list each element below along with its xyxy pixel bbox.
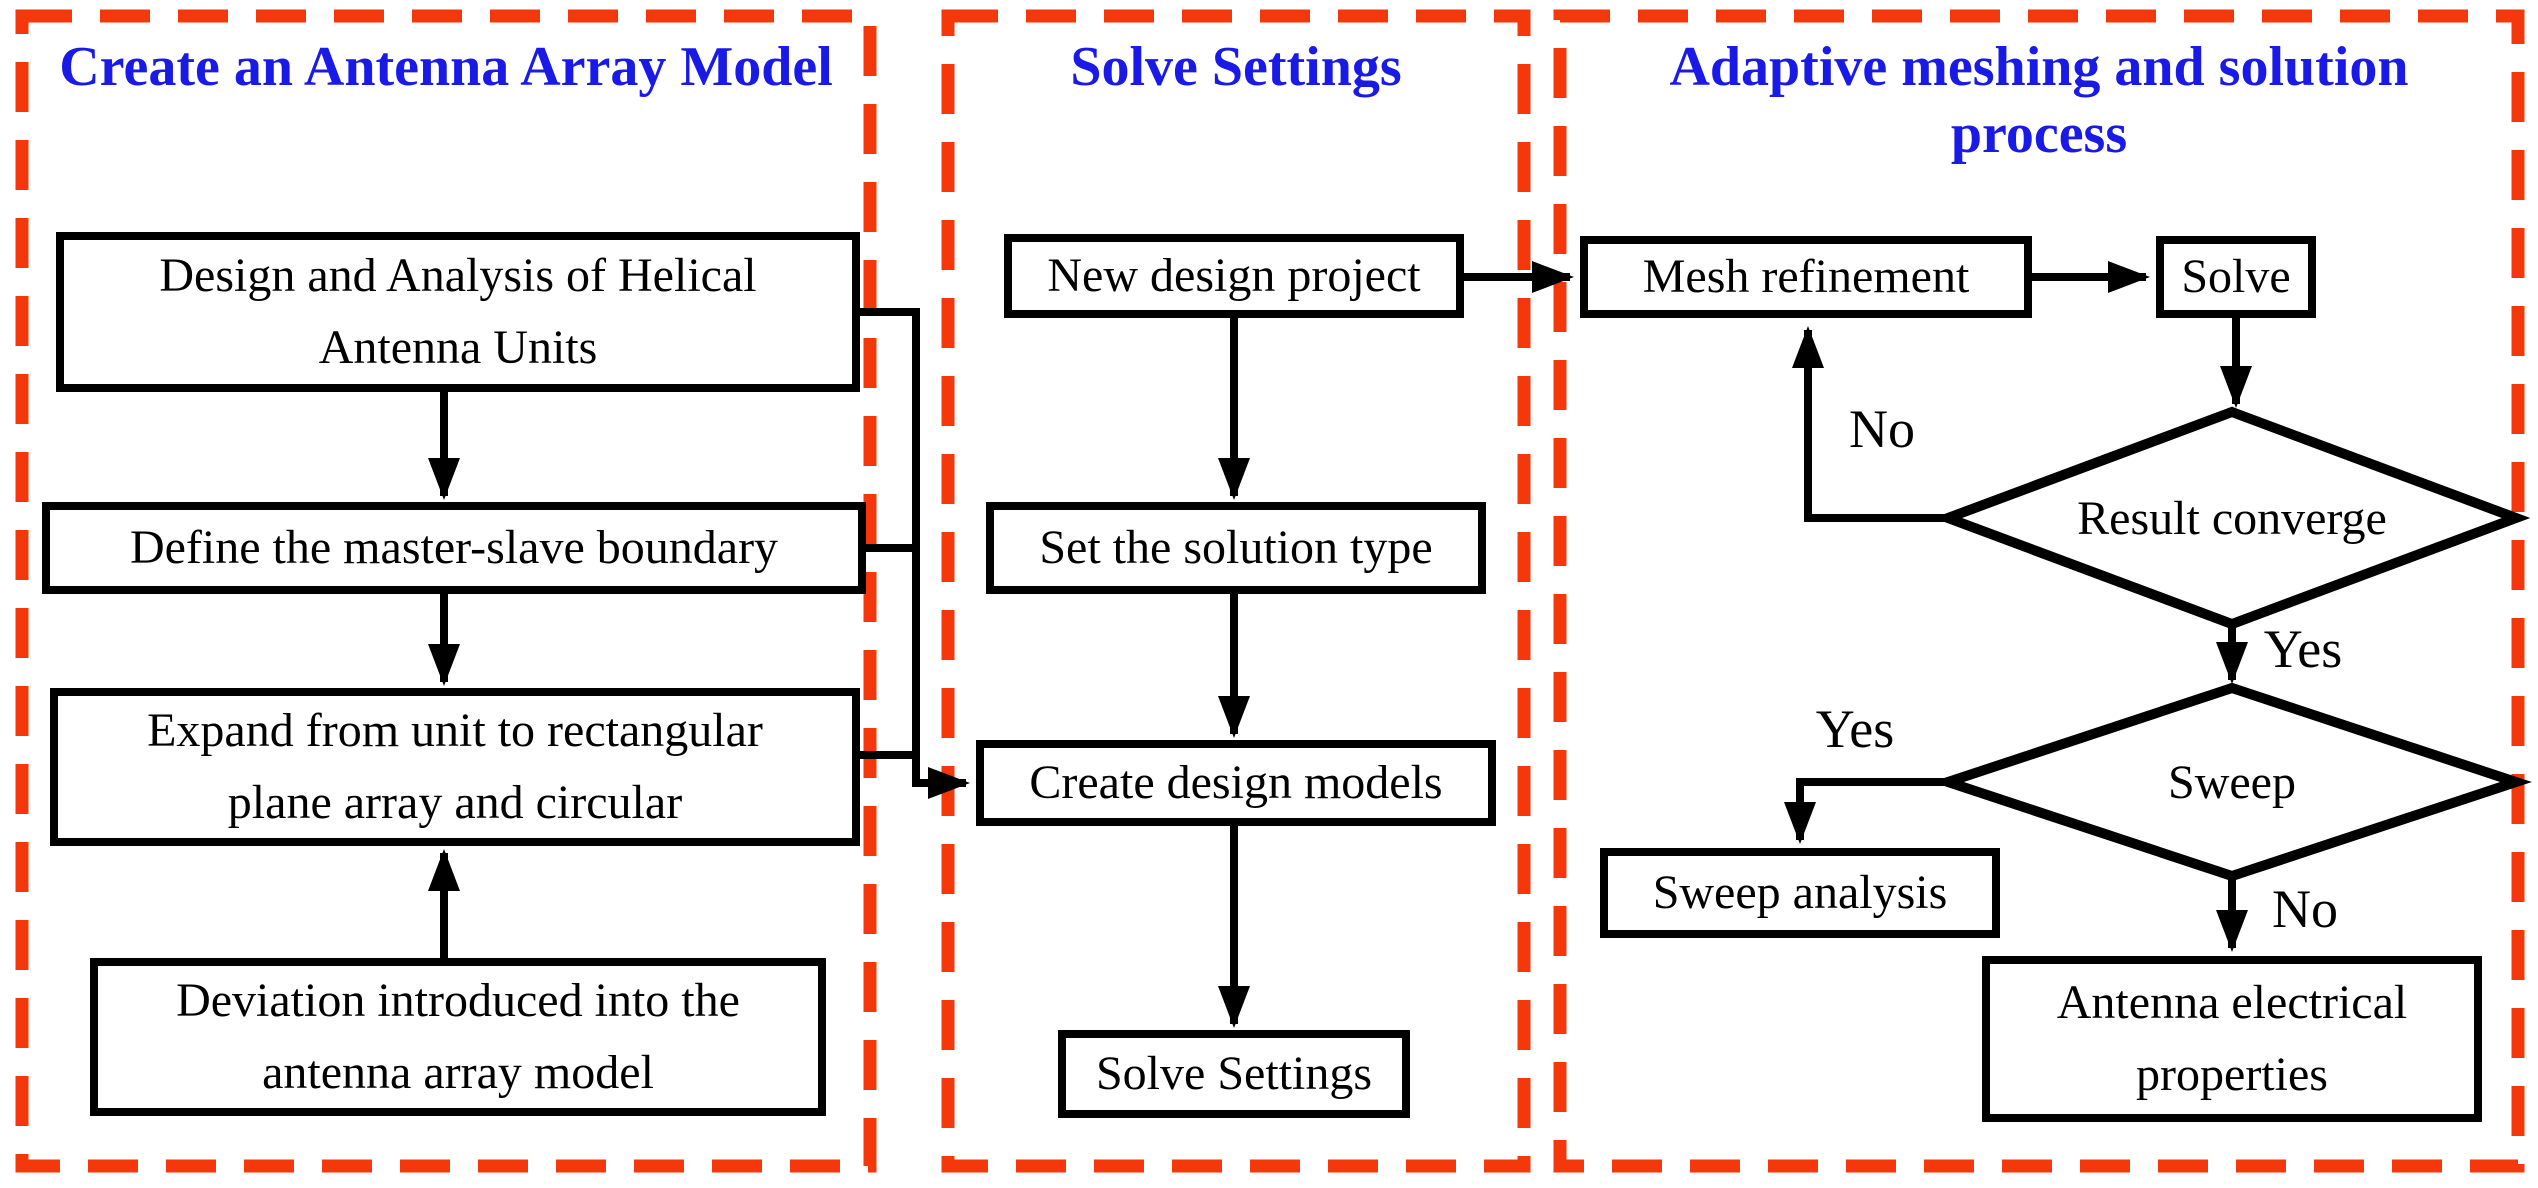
panel-title-adaptive-line2: process bbox=[1950, 103, 2128, 166]
node-solve: Solve bbox=[2156, 236, 2316, 318]
panel-border-adaptive-meshing bbox=[1553, 9, 2525, 1173]
edge-sweep-yes-to-analysis bbox=[1784, 778, 1948, 844]
diamond-label-sweep: Sweep bbox=[2168, 755, 2296, 809]
node-solve-line1: Solve bbox=[2181, 250, 2291, 303]
node-design-helical-line1: Design and Analysis of Helical bbox=[159, 249, 757, 302]
node-new-design-project: New design project bbox=[1004, 234, 1464, 318]
node-expand-array: Expand from unit to rectangular plane ar… bbox=[50, 688, 860, 846]
node-master-slave: Define the master-slave boundary bbox=[42, 502, 866, 594]
node-antenna-electrical: Antenna electrical properties bbox=[1982, 956, 2482, 1122]
panel-title-create-array: Create an Antenna Array Model bbox=[59, 36, 833, 98]
node-mesh-refinement-line1: Mesh refinement bbox=[1642, 250, 1970, 303]
panel-title-adaptive-meshing: Adaptive meshing and solution process bbox=[1560, 34, 2518, 168]
node-expand-array-line2: plane array and circular bbox=[227, 776, 683, 829]
diamond-result-converge bbox=[1933, 406, 2531, 630]
edge-converge-no-loop bbox=[1792, 326, 1948, 522]
node-mesh-refinement: Mesh refinement bbox=[1580, 236, 2032, 318]
edge-label-no-loop: No bbox=[1849, 399, 1915, 459]
node-deviation: Deviation introduced into the antenna ar… bbox=[90, 958, 826, 1116]
edge-label-no-sweep: No bbox=[2272, 879, 2338, 939]
node-expand-array-line1: Expand from unit to rectangular bbox=[147, 704, 763, 757]
node-sweep-analysis: Sweep analysis bbox=[1600, 848, 2000, 938]
node-design-helical: Design and Analysis of Helical Antenna U… bbox=[56, 232, 860, 392]
node-solve-settings: Solve Settings bbox=[1058, 1030, 1410, 1118]
edge-label-yes-converge: Yes bbox=[2263, 619, 2343, 679]
node-master-slave-line1: Define the master-slave boundary bbox=[129, 521, 779, 574]
edge-label-yes-sweep: Yes bbox=[1815, 699, 1895, 759]
node-design-helical-line2: Antenna Units bbox=[318, 321, 598, 374]
node-solve-settings-line1: Solve Settings bbox=[1095, 1047, 1373, 1100]
panel-border-create-array bbox=[15, 9, 877, 1173]
node-set-solution-type: Set the solution type bbox=[986, 502, 1486, 594]
diamond-sweep bbox=[1932, 682, 2532, 882]
node-antenna-electrical-line2: properties bbox=[2136, 1048, 2328, 1101]
node-create-design-models-line1: Create design models bbox=[1029, 756, 1443, 809]
panel-title-adaptive-line1: Adaptive meshing and solution bbox=[1669, 36, 2409, 98]
node-create-design-models: Create design models bbox=[976, 740, 1496, 826]
diamond-label-result-converge: Result converge bbox=[2077, 491, 2387, 545]
node-deviation-line2: antenna array model bbox=[262, 1046, 654, 1099]
node-sweep-analysis-line1: Sweep analysis bbox=[1652, 866, 1948, 919]
node-new-design-project-line1: New design project bbox=[1047, 249, 1421, 302]
node-antenna-electrical-line1: Antenna electrical bbox=[2056, 976, 2408, 1029]
node-set-solution-type-line1: Set the solution type bbox=[1039, 521, 1433, 574]
node-deviation-line1: Deviation introduced into the bbox=[176, 974, 740, 1027]
edge-trunk-to-create-models bbox=[912, 308, 970, 799]
panel-title-solve-settings: Solve Settings bbox=[1070, 36, 1402, 98]
